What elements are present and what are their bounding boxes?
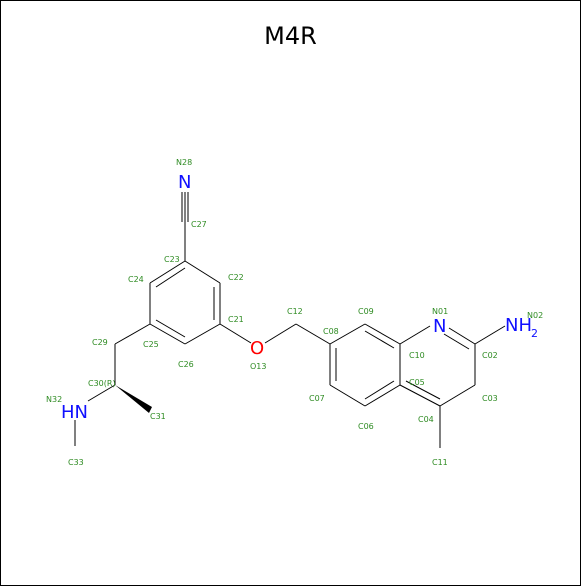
- atom-label-c21: C21: [228, 315, 244, 324]
- atom-label-c09: C09: [358, 307, 374, 316]
- wedge-bond: [115, 385, 152, 413]
- atom-label-c07: C07: [309, 394, 325, 403]
- atom-label-c27: C27: [191, 220, 207, 229]
- atom-label-c26: C26: [178, 360, 194, 369]
- atom-label-c06: C06: [358, 422, 374, 431]
- amine-nh-symbol: HN: [61, 402, 88, 423]
- atom-label-c22: C22: [228, 273, 244, 282]
- atom-label-n32: N32: [46, 395, 62, 404]
- atom-label-n01: N01: [432, 307, 448, 316]
- atom-label-c25: C25: [143, 340, 159, 349]
- molecule-title: M4R: [264, 22, 317, 50]
- atom-label-c29: C29: [92, 338, 108, 347]
- atom-label-c23: C23: [164, 255, 180, 264]
- atom-label-c10: C10: [409, 351, 425, 360]
- atom-label-n02: N02: [527, 311, 543, 320]
- benzene-ring-bonds: [149, 260, 221, 345]
- atom-label-c11: C11: [432, 458, 448, 467]
- atom-label-n28: N28: [176, 158, 192, 167]
- nitrile-n-symbol: N: [178, 172, 191, 193]
- atom-label-c33: C33: [68, 458, 84, 467]
- atom-label-c24: C24: [128, 275, 144, 284]
- atom-label-c05: C05: [409, 378, 425, 387]
- atom-label-c04: C04: [418, 415, 434, 424]
- nitrile-bonds: [181, 192, 189, 261]
- amino-subscript: 2: [531, 327, 538, 340]
- atom-label-c31: C31: [150, 412, 166, 421]
- atom-label-c03: C03: [482, 394, 498, 403]
- ether-o-symbol: O: [250, 338, 264, 359]
- quinoline-bonds: [329, 323, 506, 448]
- ring-n-symbol: N: [433, 316, 446, 337]
- atom-label-c30: C30(R): [88, 379, 116, 388]
- atom-label-c12: C12: [287, 307, 303, 316]
- atom-label-c02: C02: [482, 351, 498, 360]
- amine-chain-bonds: [74, 323, 152, 446]
- ether-bonds: [219, 323, 331, 345]
- atom-label-o13: O13: [250, 362, 266, 371]
- atom-label-c08: C08: [323, 327, 339, 336]
- amino-nh-symbol: NH: [505, 315, 532, 336]
